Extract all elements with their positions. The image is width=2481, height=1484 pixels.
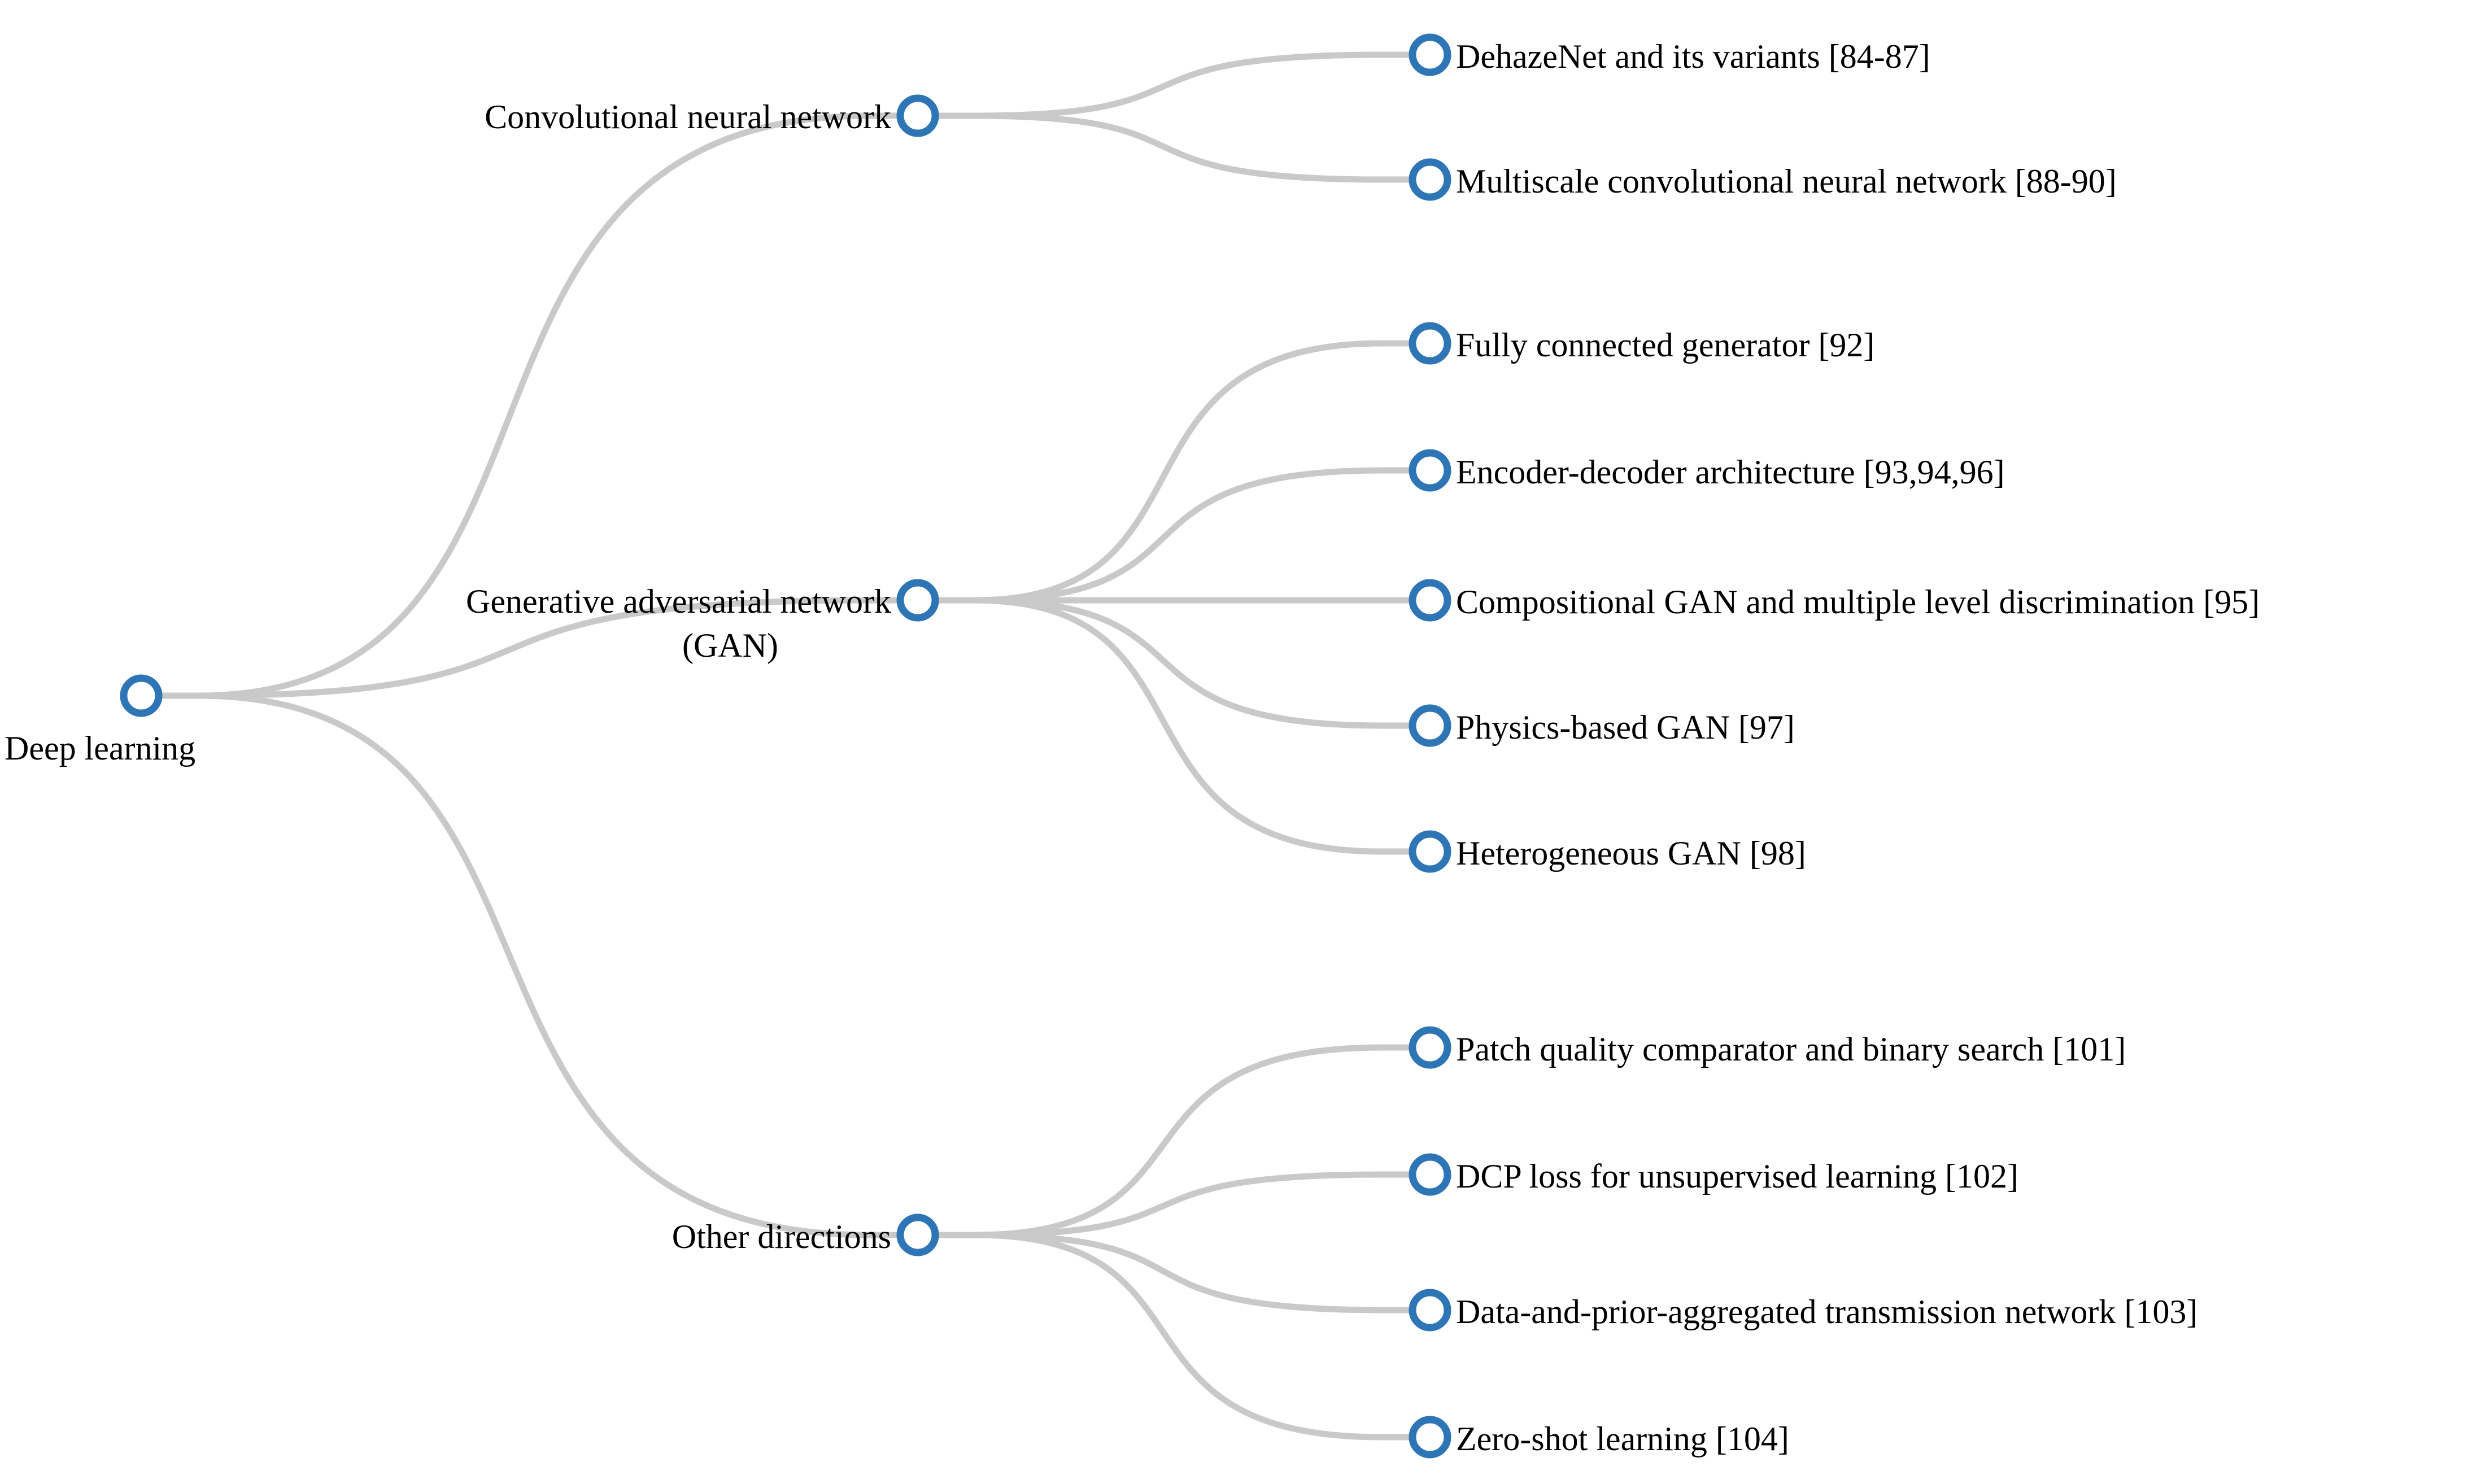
link-root-to-other-directions	[155, 692, 904, 1238]
node-dcp-loss-unsupervised[interactable]	[1409, 1153, 1451, 1196]
node-other-directions[interactable]	[896, 1214, 939, 1256]
node-data-and-prior-aggregated[interactable]	[1409, 1289, 1451, 1332]
link-root-to-generative-adversarial-network	[155, 597, 904, 699]
links-layer	[155, 51, 1416, 1441]
label-generative-adversarial-network: Generative adversarial network	[466, 583, 891, 620]
label-dehazenet-and-variants: DehazeNet and its variants [84-87]	[1456, 38, 1930, 75]
link-root-to-convolutional-neural-network	[155, 112, 904, 699]
label-encoder-decoder-architecture: Encoder-decoder architecture [93,94,96]	[1456, 453, 2005, 491]
node-compositional-gan[interactable]	[1409, 579, 1451, 622]
link-generative-adversarial-network-to-encoder-decoder-architecture	[932, 467, 1416, 604]
label-convolutional-neural-network: Convolutional neural network	[485, 98, 891, 136]
node-deep-learning[interactable]	[120, 674, 163, 717]
link-convolutional-neural-network-to-dehazenet-and-variants	[932, 51, 1416, 119]
link-generative-adversarial-network-to-heterogeneous-gan	[932, 597, 1416, 855]
label-zero-shot-learning: Zero-shot learning [104]	[1456, 1420, 1789, 1457]
label-generative-adversarial-network-line2: (GAN)	[682, 627, 778, 664]
link-generative-adversarial-network-to-fully-connected-generator	[932, 340, 1416, 604]
node-encoder-decoder-architecture[interactable]	[1409, 449, 1451, 492]
node-heterogeneous-gan[interactable]	[1409, 830, 1451, 873]
link-other-directions-to-patch-quality-comparator	[932, 1044, 1416, 1238]
label-dcp-loss-unsupervised: DCP loss for unsupervised learning [102]	[1456, 1158, 2018, 1195]
node-patch-quality-comparator[interactable]	[1409, 1026, 1451, 1069]
link-convolutional-neural-network-to-multiscale-convolutional-neural-network	[932, 112, 1416, 183]
link-other-directions-to-data-and-prior-aggregated	[932, 1232, 1416, 1313]
node-multiscale-convolutional-neural-network[interactable]	[1409, 158, 1451, 201]
label-fully-connected-generator: Fully connected generator [92]	[1456, 326, 1874, 364]
nodes-layer	[120, 33, 1451, 1459]
link-other-directions-to-dcp-loss-unsupervised	[932, 1171, 1416, 1238]
label-patch-quality-comparator: Patch quality comparator and binary sear…	[1456, 1031, 2126, 1068]
node-generative-adversarial-network[interactable]	[896, 579, 939, 622]
label-heterogeneous-gan: Heterogeneous GAN [98]	[1456, 835, 1806, 872]
node-fully-connected-generator[interactable]	[1409, 322, 1451, 365]
label-deep-learning: Deep learning	[5, 730, 195, 767]
node-zero-shot-learning[interactable]	[1409, 1416, 1451, 1459]
link-generative-adversarial-network-to-physics-based-gan	[932, 597, 1416, 729]
node-physics-based-gan[interactable]	[1409, 704, 1451, 747]
label-data-and-prior-aggregated: Data-and-prior-aggregated transmission n…	[1456, 1293, 2197, 1330]
node-dehazenet-and-variants[interactable]	[1409, 33, 1451, 76]
label-other-directions: Other directions	[672, 1218, 891, 1255]
label-multiscale-convolutional-neural-network: Multiscale convolutional neural network …	[1456, 163, 2117, 200]
label-compositional-gan: Compositional GAN and multiple level dis…	[1456, 583, 2260, 621]
label-physics-based-gan: Physics-based GAN [97]	[1456, 709, 1795, 746]
node-convolutional-neural-network[interactable]	[896, 94, 939, 137]
labels-layer: Deep learning Convolutional neural networ…	[5, 38, 2260, 1457]
link-other-directions-to-zero-shot-learning	[932, 1232, 1416, 1441]
